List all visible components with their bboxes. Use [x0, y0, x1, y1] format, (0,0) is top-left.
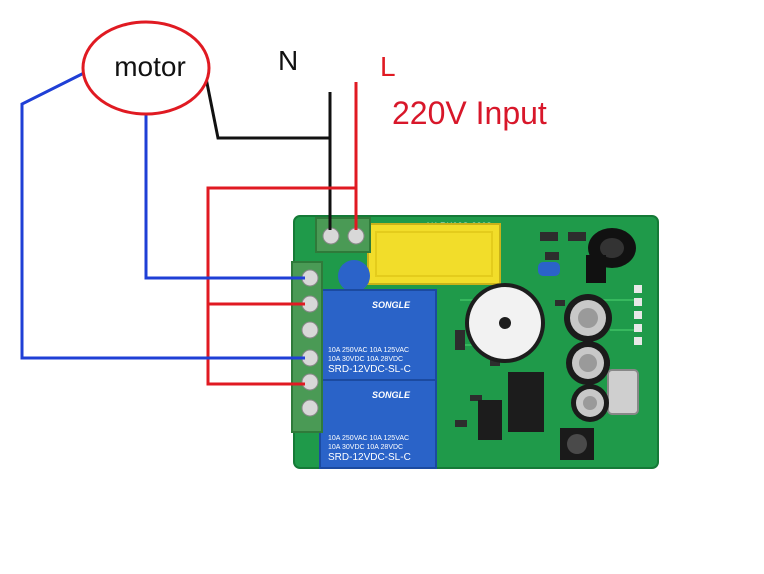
terminal-block-output — [291, 261, 323, 433]
svg-text:10A 30VDC 10A 28VDC: 10A 30VDC 10A 28VDC — [328, 356, 403, 363]
terminal-block-input — [315, 217, 371, 253]
relay-2: SONGLE 10A 250VAC 10A 125VAC 10A 30VDC 1… — [319, 379, 437, 469]
electrolytic-capacitors — [564, 294, 612, 422]
relay-2-brand: SONGLE — [372, 390, 411, 400]
live-bus-wire — [206, 186, 356, 386]
buzzer-icon — [465, 283, 545, 363]
input-label: 220V Input — [392, 95, 547, 131]
relay-1-model: SRD-12VDC-SL-C — [328, 364, 411, 375]
motor-circle-icon: motor — [81, 20, 211, 116]
motor-wire-2 — [20, 70, 305, 360]
ic-chip-1 — [508, 372, 544, 432]
svg-text:10A 250VAC 10A 125VAC: 10A 250VAC 10A 125VAC — [328, 347, 409, 354]
relay-1: SONGLE 10A 250VAC 10A 125VAC 10A 30VDC 1… — [319, 289, 437, 381]
svg-text:10A 250VAC 10A 125VAC: 10A 250VAC 10A 125VAC — [328, 435, 409, 442]
neutral-label: N — [278, 45, 298, 76]
relay-2-model: SRD-12VDC-SL-C — [328, 452, 411, 463]
neutral-wire — [204, 77, 332, 230]
ic-chip-2 — [478, 400, 502, 440]
antenna-coil-icon — [586, 228, 636, 283]
svg-text:10A 30VDC 10A 28VDC: 10A 30VDC 10A 28VDC — [328, 444, 403, 451]
live-label: L — [380, 51, 396, 82]
push-button-icon — [560, 428, 594, 460]
capacitor-icon — [367, 223, 501, 285]
motor-label: motor — [114, 51, 186, 82]
motor-wire-1 — [144, 114, 305, 280]
relay-1-brand: SONGLE — [372, 300, 411, 310]
